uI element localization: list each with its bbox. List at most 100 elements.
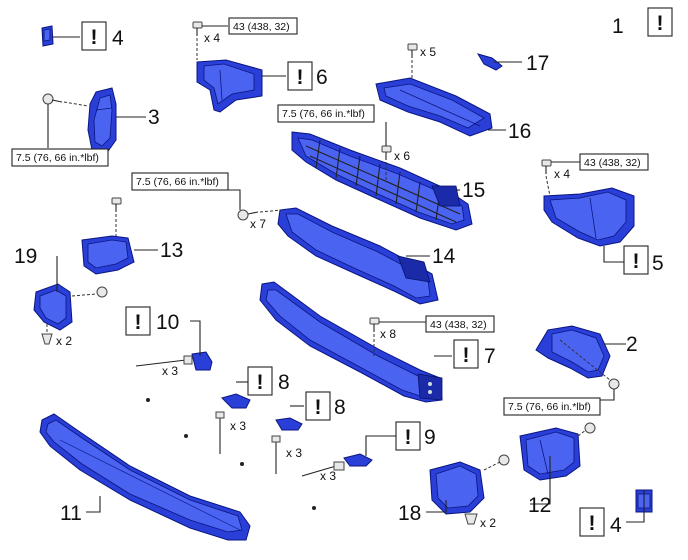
torque-spec-box: 43 (438, 32) xyxy=(579,153,649,171)
part-6-bracket xyxy=(196,59,263,113)
part-16-upper-retainer xyxy=(375,77,493,137)
svg-text:7.5 (76, 66 in.*lbf): 7.5 (76, 66 in.*lbf) xyxy=(282,108,365,120)
torque-spec-box: 7.5 (76, 66 in.*lbf) xyxy=(131,172,229,191)
notice-box: ! xyxy=(287,61,313,91)
part-17-clip xyxy=(476,53,503,71)
svg-text:!: ! xyxy=(589,512,596,535)
part-18-bracket xyxy=(429,461,485,515)
notice-box: ! xyxy=(305,391,331,421)
callout-13: 13 xyxy=(160,239,183,262)
callout-4-top: 4 xyxy=(112,27,124,50)
part-3-side-bracket xyxy=(87,87,117,155)
svg-text:!: ! xyxy=(315,396,322,419)
notice-box: ! xyxy=(125,306,151,336)
part-12-side-retainer xyxy=(519,427,581,481)
notice-box: ! xyxy=(453,339,479,369)
quantity-label: x 3 xyxy=(320,469,336,483)
part-14-lower-absorber xyxy=(277,207,439,305)
svg-text:!: ! xyxy=(405,426,412,449)
part-11-lower-absorber xyxy=(39,413,251,541)
quantity-label: x 6 xyxy=(394,149,410,163)
clip-icon xyxy=(483,454,510,471)
callout-5: 5 xyxy=(652,252,664,275)
svg-text:7.5 (76, 66 in.*lbf): 7.5 (76, 66 in.*lbf) xyxy=(136,176,219,188)
svg-text:!: ! xyxy=(657,12,664,35)
callout-16: 16 xyxy=(508,120,531,143)
part-4-clip-top xyxy=(41,25,54,47)
part-2-side-retainer xyxy=(535,325,611,379)
bolt-icon xyxy=(111,197,122,236)
rivet-icon xyxy=(135,355,193,402)
svg-text:!: ! xyxy=(633,250,640,273)
clip-icon xyxy=(464,513,478,525)
notice-box: ! xyxy=(247,366,273,396)
rivet-icon xyxy=(240,435,281,474)
svg-text:!: ! xyxy=(135,311,142,334)
notice-box: ! xyxy=(81,21,107,51)
svg-text:!: ! xyxy=(91,26,98,49)
callout-1: 1 xyxy=(612,15,624,38)
quantity-label: x 5 xyxy=(420,45,436,59)
bolt-icon xyxy=(237,209,283,221)
quantity-label: x 4 xyxy=(204,31,220,45)
callout-18: 18 xyxy=(398,502,421,525)
notice-box: ! xyxy=(579,507,605,537)
quantity-label: x 4 xyxy=(554,167,570,181)
quantity-label: x 3 xyxy=(286,446,302,460)
quantity-label: x 2 xyxy=(480,516,496,530)
notice-box: ! xyxy=(647,7,673,37)
part-15-energy-absorber xyxy=(291,131,473,231)
callout-7: 7 xyxy=(484,345,496,368)
quantity-label: x 3 xyxy=(162,364,178,378)
quantity-label: x 8 xyxy=(380,327,396,341)
torque-spec-box: 7.5 (76, 66 in.*lbf) xyxy=(277,104,375,123)
callout-17: 17 xyxy=(526,52,549,75)
notice-box: ! xyxy=(623,245,649,275)
part-9-clip xyxy=(343,453,373,467)
part-10-clip xyxy=(191,351,213,371)
bolt-icon xyxy=(577,422,596,437)
bolt-icon xyxy=(71,286,108,298)
quantity-label: x 3 xyxy=(230,419,246,433)
callout-6: 6 xyxy=(316,66,328,89)
quantity-label: x 2 xyxy=(56,334,72,348)
callout-10: 10 xyxy=(156,311,179,334)
part-13-bracket xyxy=(81,235,135,275)
part-8b-clip xyxy=(275,417,303,431)
bolt-icon xyxy=(42,93,89,107)
clip-icon xyxy=(41,324,53,345)
callout-9: 9 xyxy=(424,426,436,449)
callout-2: 2 xyxy=(626,333,638,356)
part-8a-clip xyxy=(221,393,251,409)
part-7-reinforcement-beam xyxy=(259,281,443,403)
svg-text:43 (438, 32): 43 (438, 32) xyxy=(233,21,290,33)
callout-14: 14 xyxy=(432,245,456,268)
leader-lines xyxy=(47,25,645,523)
svg-text:43 (438, 32): 43 (438, 32) xyxy=(584,157,641,169)
torque-spec-box: 43 (438, 32) xyxy=(425,315,495,333)
bolt-icon xyxy=(559,339,620,390)
svg-text:!: ! xyxy=(257,371,264,394)
callout-15: 15 xyxy=(462,179,485,202)
callout-8a: 8 xyxy=(278,371,290,394)
part-5-bracket xyxy=(543,187,635,247)
svg-text:7.5 (76, 66 in.*lbf): 7.5 (76, 66 in.*lbf) xyxy=(16,152,99,164)
torque-spec-box: 7.5 (76, 66 in.*lbf) xyxy=(11,148,109,167)
callout-19: 19 xyxy=(14,245,37,268)
callout-3: 3 xyxy=(148,106,160,129)
bolt-icon xyxy=(381,145,392,180)
rivet-icon xyxy=(184,411,225,454)
bolt-icon xyxy=(407,43,418,80)
torque-spec-box: 43 (438, 32) xyxy=(228,17,298,35)
bolt-icon xyxy=(369,317,380,356)
svg-text:!: ! xyxy=(297,66,304,89)
rivet-icon xyxy=(301,461,345,510)
quantity-label: x 7 xyxy=(250,217,266,231)
bolt-icon xyxy=(541,159,552,197)
callout-4-bottom: 4 xyxy=(610,514,622,537)
callout-8b: 8 xyxy=(334,396,346,419)
callout-12: 12 xyxy=(528,494,551,517)
torque-spec-box: 7.5 (76, 66 in.*lbf) xyxy=(503,397,601,416)
